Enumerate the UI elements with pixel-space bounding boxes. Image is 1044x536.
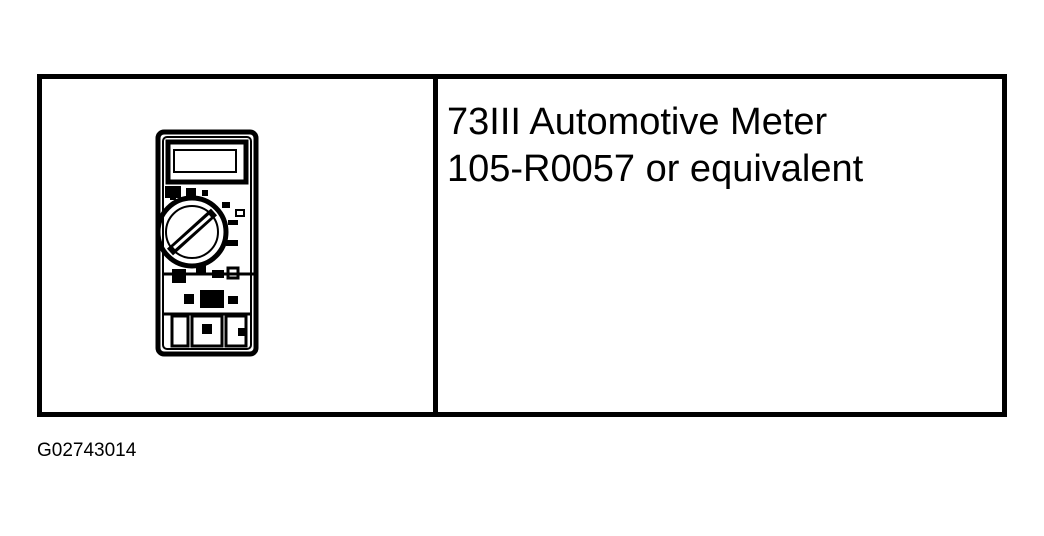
tool-table: 73III Automotive Meter 105-R0057 or equi… [37, 74, 1007, 417]
tool-description-cell: 73III Automotive Meter 105-R0057 or equi… [438, 79, 1002, 412]
multimeter-icon [155, 129, 259, 357]
figure-id: G02743014 [37, 440, 137, 461]
tool-part-number: 105-R0057 or equivalent [447, 148, 864, 190]
tool-name: 73III Automotive Meter [447, 101, 828, 143]
illustration-cell [42, 79, 438, 412]
